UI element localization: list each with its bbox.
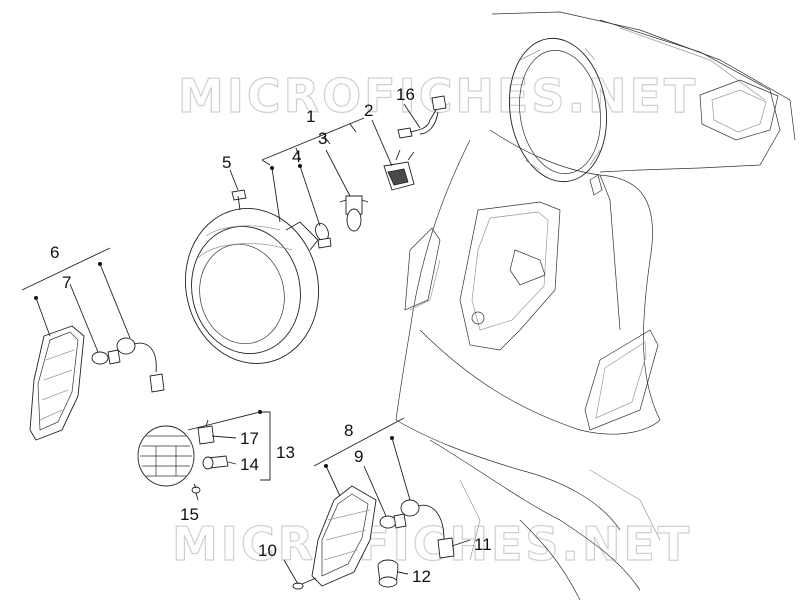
screw-15 [191,486,201,501]
flasher-lens-6 [29,325,85,441]
label-4: 4 [292,147,301,166]
scooter-body [395,11,796,601]
label-10: 10 [258,541,277,560]
label-17: 17 [240,429,259,448]
label-11: 11 [474,535,492,554]
label-7: 7 [62,273,71,292]
flasher-lens-8 [311,485,377,587]
watermark-bottom: MICROFICHES.NET [172,517,692,571]
bulb-9 [379,513,407,529]
screw-5 [231,189,247,211]
label-5: 5 [222,153,231,172]
socket-17 [197,419,215,445]
bulb-14 [202,455,229,470]
label-3: 3 [318,129,327,148]
bulb-socket-7 [91,337,165,393]
headlight-housing [184,208,320,364]
socket-11 [400,499,455,559]
cap-12 [377,559,399,588]
label-6: 6 [50,243,59,262]
label-12: 12 [412,567,431,586]
bulb-4 [315,222,332,249]
label-16: 16 [396,85,415,104]
connector-16 [397,95,447,139]
leader-lines [21,103,471,585]
side-flasher-13 [137,425,195,487]
label-2: 2 [364,101,373,120]
watermark-top: MICROFICHES.NET [178,69,698,123]
label-13: 13 [276,443,295,462]
screw-10 [292,577,317,590]
label-15: 15 [180,505,199,524]
label-1: 1 [306,107,315,126]
label-9: 9 [354,447,363,466]
bulb-socket-2 [383,149,415,191]
bulb-3 [339,195,369,232]
label-8: 8 [344,421,353,440]
part-number-labels: 1 2 3 4 5 6 7 8 9 10 11 12 13 14 15 16 1… [50,85,492,586]
label-14: 14 [240,455,259,474]
